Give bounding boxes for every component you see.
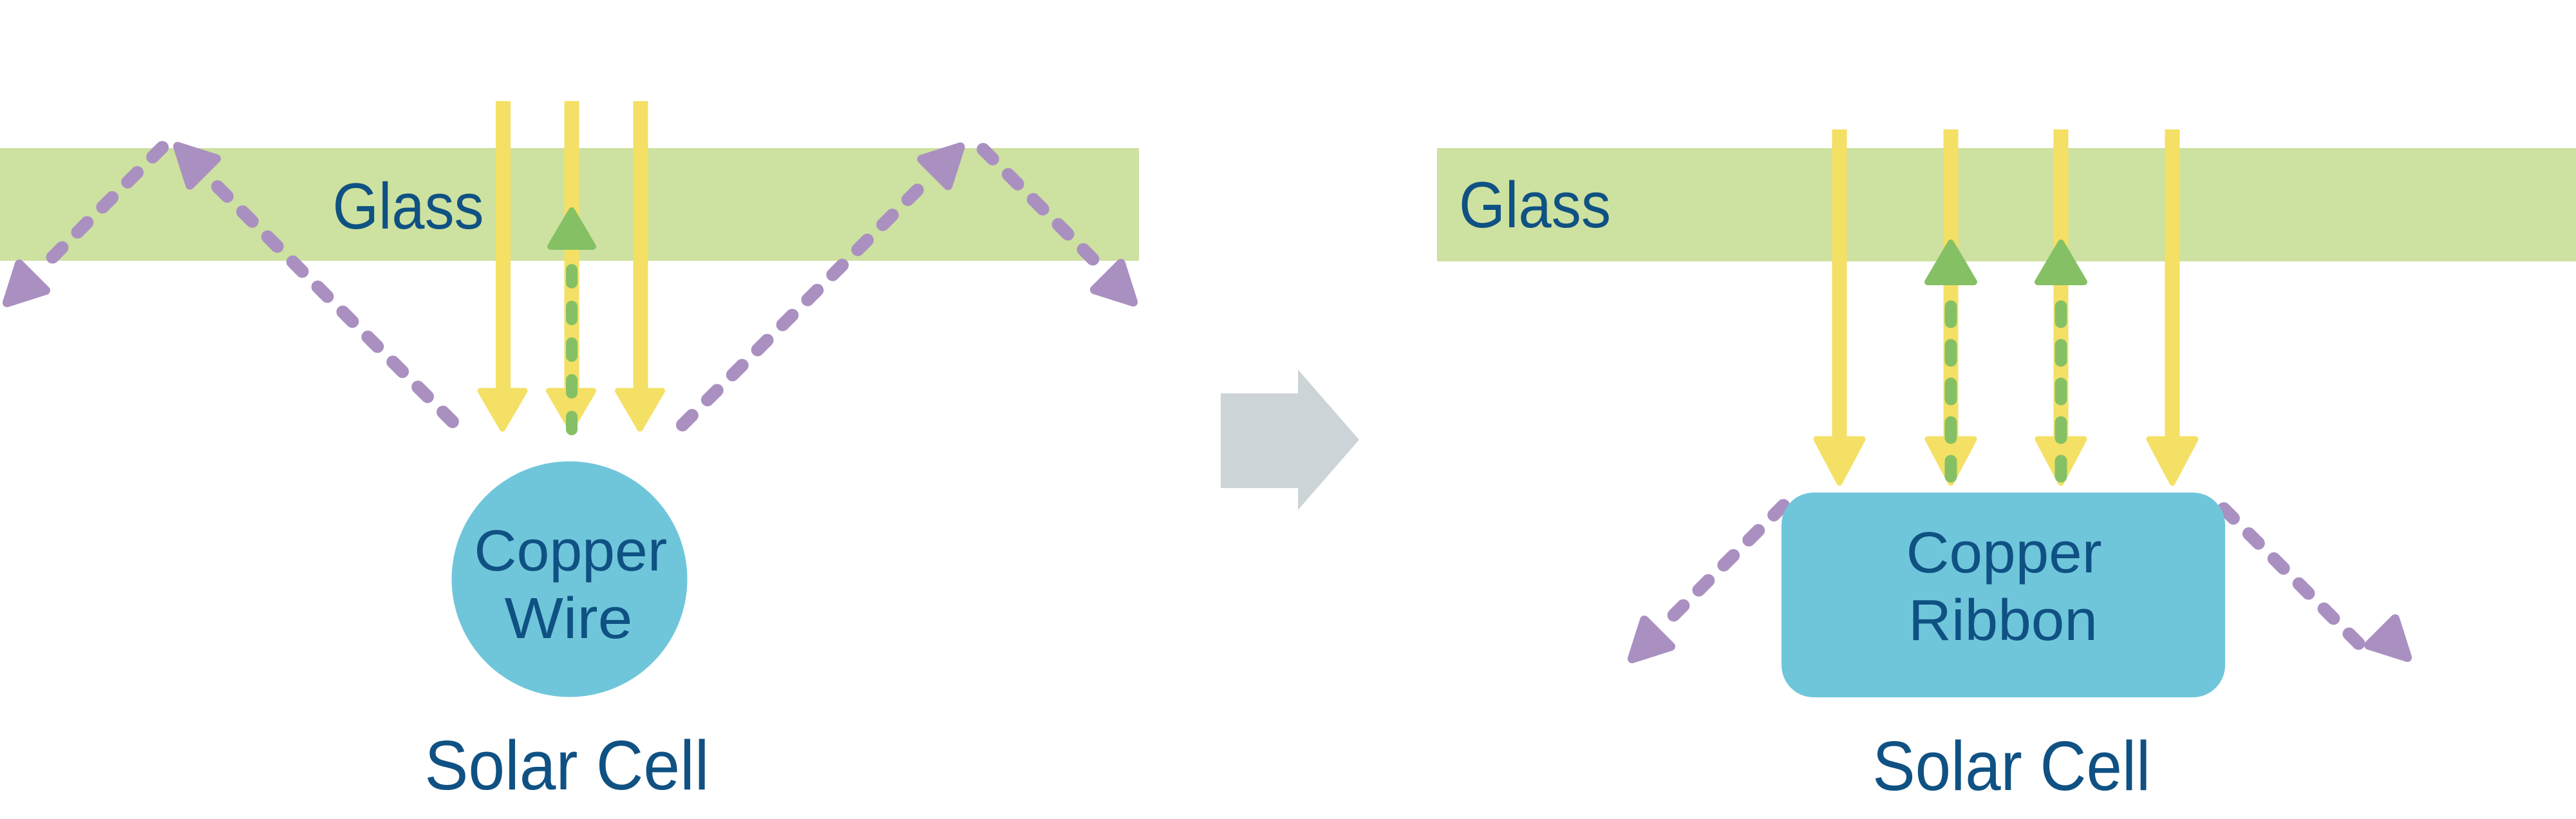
svg-text:Ribbon: Ribbon	[1908, 588, 2098, 653]
svg-text:Glass: Glass	[1459, 169, 1611, 241]
svg-text:Glass: Glass	[333, 171, 484, 243]
svg-text:Copper: Copper	[474, 519, 667, 583]
svg-text:Wire: Wire	[505, 587, 633, 651]
svg-text:Copper: Copper	[1906, 521, 2102, 585]
svg-text:Solar Cell: Solar Cell	[1872, 727, 2150, 805]
svg-text:Solar Cell: Solar Cell	[424, 726, 709, 805]
